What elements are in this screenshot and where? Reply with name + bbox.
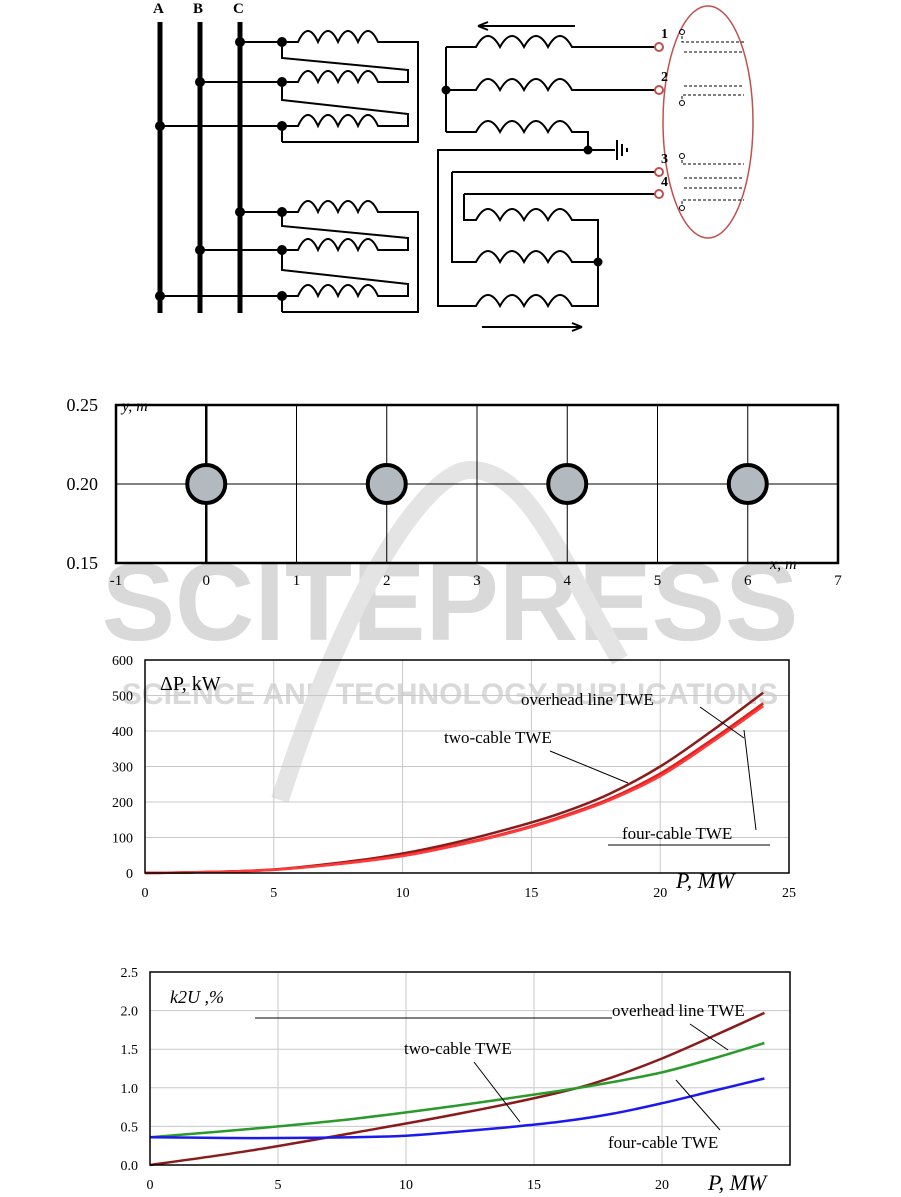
c3-label-leader <box>689 1023 729 1051</box>
c3-ytick-label: 0.0 <box>121 1159 139 1174</box>
c3-series-line <box>149 1077 765 1140</box>
c2-ytick-label: 500 <box>112 690 133 705</box>
c3-series-lines <box>149 1011 765 1167</box>
c3-xtick-label: 15 <box>527 1178 541 1193</box>
c1-xtick-label: -1 <box>110 573 123 589</box>
c1-xtick-labels: -1 0 1 2 3 4 5 6 7 <box>110 573 843 589</box>
c1-ylabel: y, m <box>120 398 148 415</box>
c2-ytick-label: 200 <box>112 796 133 811</box>
c2-xtick-label: 15 <box>524 886 538 901</box>
c1-points <box>185 463 769 505</box>
c3-ytick-label: 1.5 <box>121 1043 139 1058</box>
watermark-small: SCIENCE AND TECHNOLOGY PUBLICATIONS <box>122 678 778 711</box>
c3-xtick-labels: 0 5 10 15 20 <box>147 1178 670 1193</box>
terminal-label-4: 4 <box>661 175 668 190</box>
c2-series-label: four-cable TWE <box>622 824 732 843</box>
c2-label-leader <box>549 750 629 784</box>
c3-label-leader <box>675 1079 721 1131</box>
secondary-group-upper <box>441 21 658 160</box>
c2-label-leader <box>699 706 745 739</box>
c3-series-labels: overhead line TWE two-cable TWE four-cable… <box>255 1001 745 1152</box>
phase-label-c: C <box>233 1 244 17</box>
c3-series-label: overhead line TWE <box>612 1001 745 1020</box>
c3-ytick-label: 1.0 <box>121 1082 139 1097</box>
secondary-group-lower <box>437 149 658 332</box>
c1-xtick-label: 5 <box>654 573 662 589</box>
c3-xlabel: P, MW <box>707 1170 768 1195</box>
primary-group-lower <box>155 200 419 313</box>
power-loss-chart: 0 5 10 15 20 25 600 500 400 300 200 100 0 overhead … <box>112 654 796 901</box>
c3-ytick-label: 2.5 <box>121 966 139 981</box>
c3-xtick-label: 5 <box>275 1178 282 1193</box>
c3-ytick-label: 0.5 <box>121 1120 139 1135</box>
c3-ytick-label: 2.0 <box>121 1005 139 1020</box>
c2-ytick-label: 600 <box>112 654 133 669</box>
c3-series-label: two-cable TWE <box>404 1039 512 1058</box>
c2-series-labels: overhead line TWE two-cable TWE four-cable… <box>444 690 770 846</box>
c2-frame <box>144 659 790 874</box>
c2-ytick-label: 300 <box>112 761 133 776</box>
conductor-point <box>726 463 769 505</box>
watermark-big: SCITEPRESS <box>102 541 799 664</box>
c1-xtick-label: 0 <box>203 573 211 589</box>
c3-ylabel: k2U ,% <box>170 987 224 1007</box>
c1-xlabel: x, m <box>769 556 797 573</box>
c1-ytick-label: 0.15 <box>67 553 99 573</box>
terminal-ellipse <box>662 5 754 239</box>
c3-label-leader <box>473 1061 521 1123</box>
c1-xtick-label: 1 <box>293 573 301 589</box>
c1-ytick-labels: 0.25 0.20 0.15 <box>67 395 99 573</box>
c2-ytick-labels: 600 500 400 300 200 100 0 <box>112 654 133 882</box>
c2-label-leader <box>743 729 757 831</box>
c1-xtick-label: 3 <box>473 573 481 589</box>
c2-xtick-labels: 0 5 10 15 20 25 <box>142 886 797 901</box>
c1-ytick-label: 0.20 <box>67 474 99 494</box>
c3-xtick-label: 0 <box>147 1178 154 1193</box>
watermark-swoosh <box>271 460 628 803</box>
terminal-label-1: 1 <box>661 27 668 42</box>
c1-frame <box>114 403 840 565</box>
c1-xtick-label: 2 <box>383 573 391 589</box>
c2-ylabel: ΔP, kW <box>160 673 221 695</box>
conductor-layout-chart: -1 0 1 2 3 4 5 6 7 0.25 0.20 0.15 y, m x, m <box>67 395 843 589</box>
c1-xtick-label: 4 <box>564 573 572 589</box>
c2-xtick-label: 10 <box>396 886 410 901</box>
transformer-schematic: A B C <box>153 1 754 332</box>
c2-series-label: overhead line TWE <box>521 690 654 709</box>
c2-ytick-label: 400 <box>112 725 133 740</box>
c2-series-label: two-cable TWE <box>444 728 552 747</box>
unbalance-factor-chart: 0 5 10 15 20 2.5 2.0 1.5 1.0 0.5 0.0 overhead lin… <box>121 966 791 1195</box>
c2-series-line <box>144 705 764 875</box>
c1-ytick-label: 0.25 <box>67 395 99 415</box>
terminal-group: 1 2 3 4 <box>654 5 754 239</box>
c3-frame <box>149 971 791 1166</box>
c1-xtick-label: 7 <box>834 573 842 589</box>
c2-xtick-label: 5 <box>270 886 277 901</box>
c2-xtick-label: 0 <box>142 886 149 901</box>
c3-series-line <box>149 1041 765 1139</box>
terminal-label-2: 2 <box>661 70 668 85</box>
watermark: SCITEPRESS SCIENCE AND TECHNOLOGY PUBLIC… <box>102 460 799 803</box>
c3-ytick-labels: 2.5 2.0 1.5 1.0 0.5 0.0 <box>121 966 139 1174</box>
c2-xtick-label: 20 <box>653 886 667 901</box>
terminal-label-3: 3 <box>661 152 668 167</box>
conductor-point <box>185 463 228 505</box>
c3-xtick-label: 10 <box>399 1178 413 1193</box>
conductor-point <box>365 463 408 505</box>
conductor-point <box>546 463 589 505</box>
phase-label-a: A <box>153 1 164 17</box>
c2-xlabel: P, MW <box>675 868 736 893</box>
c2-series-lines <box>144 691 764 875</box>
c1-xtick-label: 6 <box>744 573 752 589</box>
c2-xtick-label: 25 <box>782 886 796 901</box>
c3-series-line <box>149 1011 765 1167</box>
c2-ytick-label: 100 <box>112 832 133 847</box>
c3-xtick-label: 20 <box>655 1178 669 1193</box>
c3-series-label: four-cable TWE <box>608 1133 718 1152</box>
phase-label-b: B <box>193 1 203 17</box>
c2-ytick-label: 0 <box>126 867 133 882</box>
primary-group-upper <box>155 30 419 143</box>
